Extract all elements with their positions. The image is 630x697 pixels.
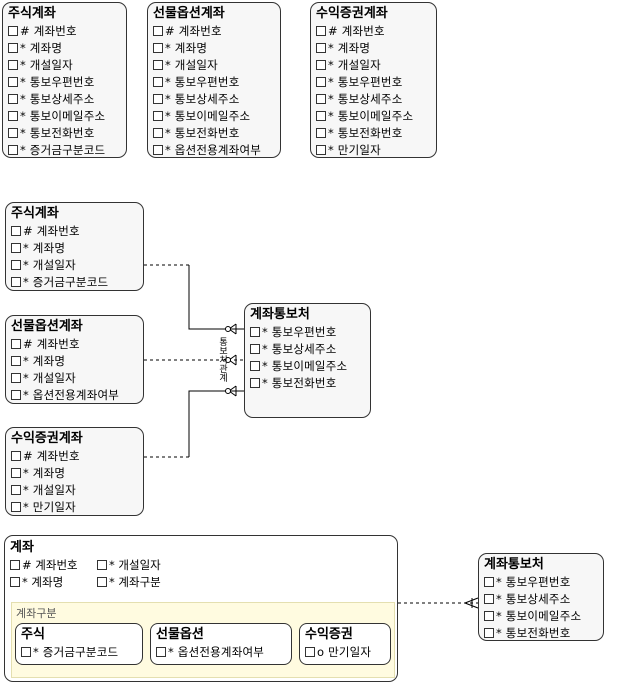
subtype-stock[interactable]: 주식 * 증거금구분코드	[15, 623, 143, 665]
attribute: * 개설일자	[11, 370, 143, 387]
attribute: * 만기일자	[11, 499, 143, 516]
attribute: * 통보상세주소	[8, 91, 126, 108]
attribute: * 증거금구분코드	[11, 274, 143, 291]
rel-line-fund-solid	[188, 390, 244, 457]
attribute-column-right: * 개설일자 * 계좌구분	[97, 557, 161, 591]
attribute: * 통보이메일주소	[8, 108, 126, 125]
attribute: # 계좌번호	[11, 223, 143, 240]
attribute: * 통보전화번호	[8, 125, 126, 142]
crowfoot-bottom	[464, 597, 479, 609]
entity-account-supertype[interactable]: 계좌 # 계좌번호 * 계좌명 * 개설일자 * 계좌구분 계좌구분 주식 * …	[4, 535, 398, 682]
attribute: * 계좌명	[11, 240, 143, 257]
attribute: * 증거금구분코드	[21, 644, 142, 661]
entity-title: 주식	[21, 627, 45, 642]
attribute: * 계좌명	[11, 465, 143, 482]
attribute: * 통보이메일주소	[316, 108, 436, 125]
attribute: * 옵션전용계좌여부	[11, 387, 143, 404]
attribute: * 통보우편번호	[484, 574, 603, 591]
entity-fund-account-full[interactable]: 수익증권계좌 # 계좌번호 * 계좌명 * 개설일자 * 통보우편번호 * 통보…	[310, 2, 437, 158]
entity-title: 계좌통보처	[484, 557, 544, 572]
attribute: # 계좌번호	[10, 557, 78, 574]
entity-title: 수익증권계좌	[316, 6, 388, 21]
entity-title: 선물옵션	[156, 627, 204, 642]
attribute: * 증거금구분코드	[8, 142, 126, 159]
entity-title: 주식계좌	[8, 6, 56, 21]
attribute: * 통보상세주소	[484, 591, 603, 608]
attribute: * 옵션전용계좌여부	[153, 142, 280, 159]
entity-title: 선물옵션계좌	[153, 6, 225, 21]
attribute: * 통보전화번호	[316, 125, 436, 142]
attribute: * 통보상세주소	[316, 91, 436, 108]
attribute: * 통보이메일주소	[153, 108, 280, 125]
attribute: * 개설일자	[97, 557, 161, 574]
entity-title: 수익증권	[305, 627, 353, 642]
attribute: # 계좌번호	[153, 23, 280, 40]
attribute: * 통보전화번호	[484, 625, 603, 642]
attribute: * 통보우편번호	[8, 74, 126, 91]
attribute: o 만기일자	[305, 644, 390, 661]
attribute: * 옵션전용계좌여부	[156, 644, 291, 661]
attribute: * 개설일자	[11, 482, 143, 499]
attribute: * 계좌명	[8, 40, 126, 57]
attribute: * 통보전화번호	[153, 125, 280, 142]
attribute: * 통보우편번호	[153, 74, 280, 91]
attribute: * 통보이메일주소	[484, 608, 603, 625]
entity-stock-account[interactable]: 주식계좌 # 계좌번호 * 계좌명 * 개설일자 * 증거금구분코드	[5, 202, 144, 291]
attribute: * 계좌명	[11, 353, 143, 370]
entity-title: 선물옵션계좌	[11, 319, 83, 334]
entity-stock-account-full[interactable]: 주식계좌 # 계좌번호 * 계좌명 * 개설일자 * 통보우편번호 * 통보상세…	[2, 2, 127, 158]
subtype-discriminator-label: 계좌구분	[16, 607, 57, 620]
attribute: # 계좌번호	[11, 336, 143, 353]
attribute: * 계좌명	[10, 574, 78, 591]
attribute: * 통보상세주소	[250, 341, 370, 358]
attribute: * 계좌명	[153, 40, 280, 57]
entity-futures-account-full[interactable]: 선물옵션계좌 # 계좌번호 * 계좌명 * 개설일자 * 통보우편번호 * 통보…	[147, 2, 281, 158]
relationship-label: 통보처관계	[217, 337, 227, 382]
entity-title: 수익증권계좌	[11, 431, 83, 446]
entity-notice-address-bottom[interactable]: 계좌통보처 * 통보우편번호 * 통보상세주소 * 통보이메일주소 * 통보전화…	[478, 553, 604, 641]
attribute: * 계좌명	[316, 40, 436, 57]
crowfoot-1	[228, 323, 244, 335]
attribute: * 통보전화번호	[250, 375, 370, 392]
attribute: * 계좌구분	[97, 574, 161, 591]
subtype-area: 계좌구분 주식 * 증거금구분코드 선물옵션 * 옵션전용계좌여부 수익증권 o…	[11, 602, 395, 678]
subtype-fund[interactable]: 수익증권 o 만기일자	[299, 623, 391, 665]
attribute: * 개설일자	[316, 57, 436, 74]
attribute: * 개설일자	[153, 57, 280, 74]
entity-futures-account[interactable]: 선물옵션계좌 # 계좌번호 * 계좌명 * 개설일자 * 옵션전용계좌여부	[5, 315, 144, 404]
attribute: * 통보우편번호	[250, 324, 370, 341]
attribute: # 계좌번호	[8, 23, 126, 40]
attribute: # 계좌번호	[11, 448, 143, 465]
attribute: * 개설일자	[11, 257, 143, 274]
attribute: # 계좌번호	[316, 23, 436, 40]
entity-notice-address[interactable]: 계좌통보처 * 통보우편번호 * 통보상세주소 * 통보이메일주소 * 통보전화…	[244, 303, 371, 418]
entity-fund-account[interactable]: 수익증권계좌 # 계좌번호 * 계좌명 * 개설일자 * 만기일자	[5, 427, 144, 516]
entity-title: 주식계좌	[11, 206, 59, 221]
attribute: * 개설일자	[8, 57, 126, 74]
attribute-column-left: # 계좌번호 * 계좌명	[10, 557, 78, 591]
attribute: * 통보우편번호	[316, 74, 436, 91]
attribute: * 만기일자	[316, 142, 436, 159]
attribute: * 통보상세주소	[153, 91, 280, 108]
subtype-futures[interactable]: 선물옵션 * 옵션전용계좌여부	[150, 623, 292, 665]
entity-title: 계좌통보처	[250, 307, 310, 322]
attribute: * 통보이메일주소	[250, 358, 370, 375]
rel-line-stock-solid	[188, 265, 244, 330]
entity-title: 계좌	[10, 540, 34, 555]
